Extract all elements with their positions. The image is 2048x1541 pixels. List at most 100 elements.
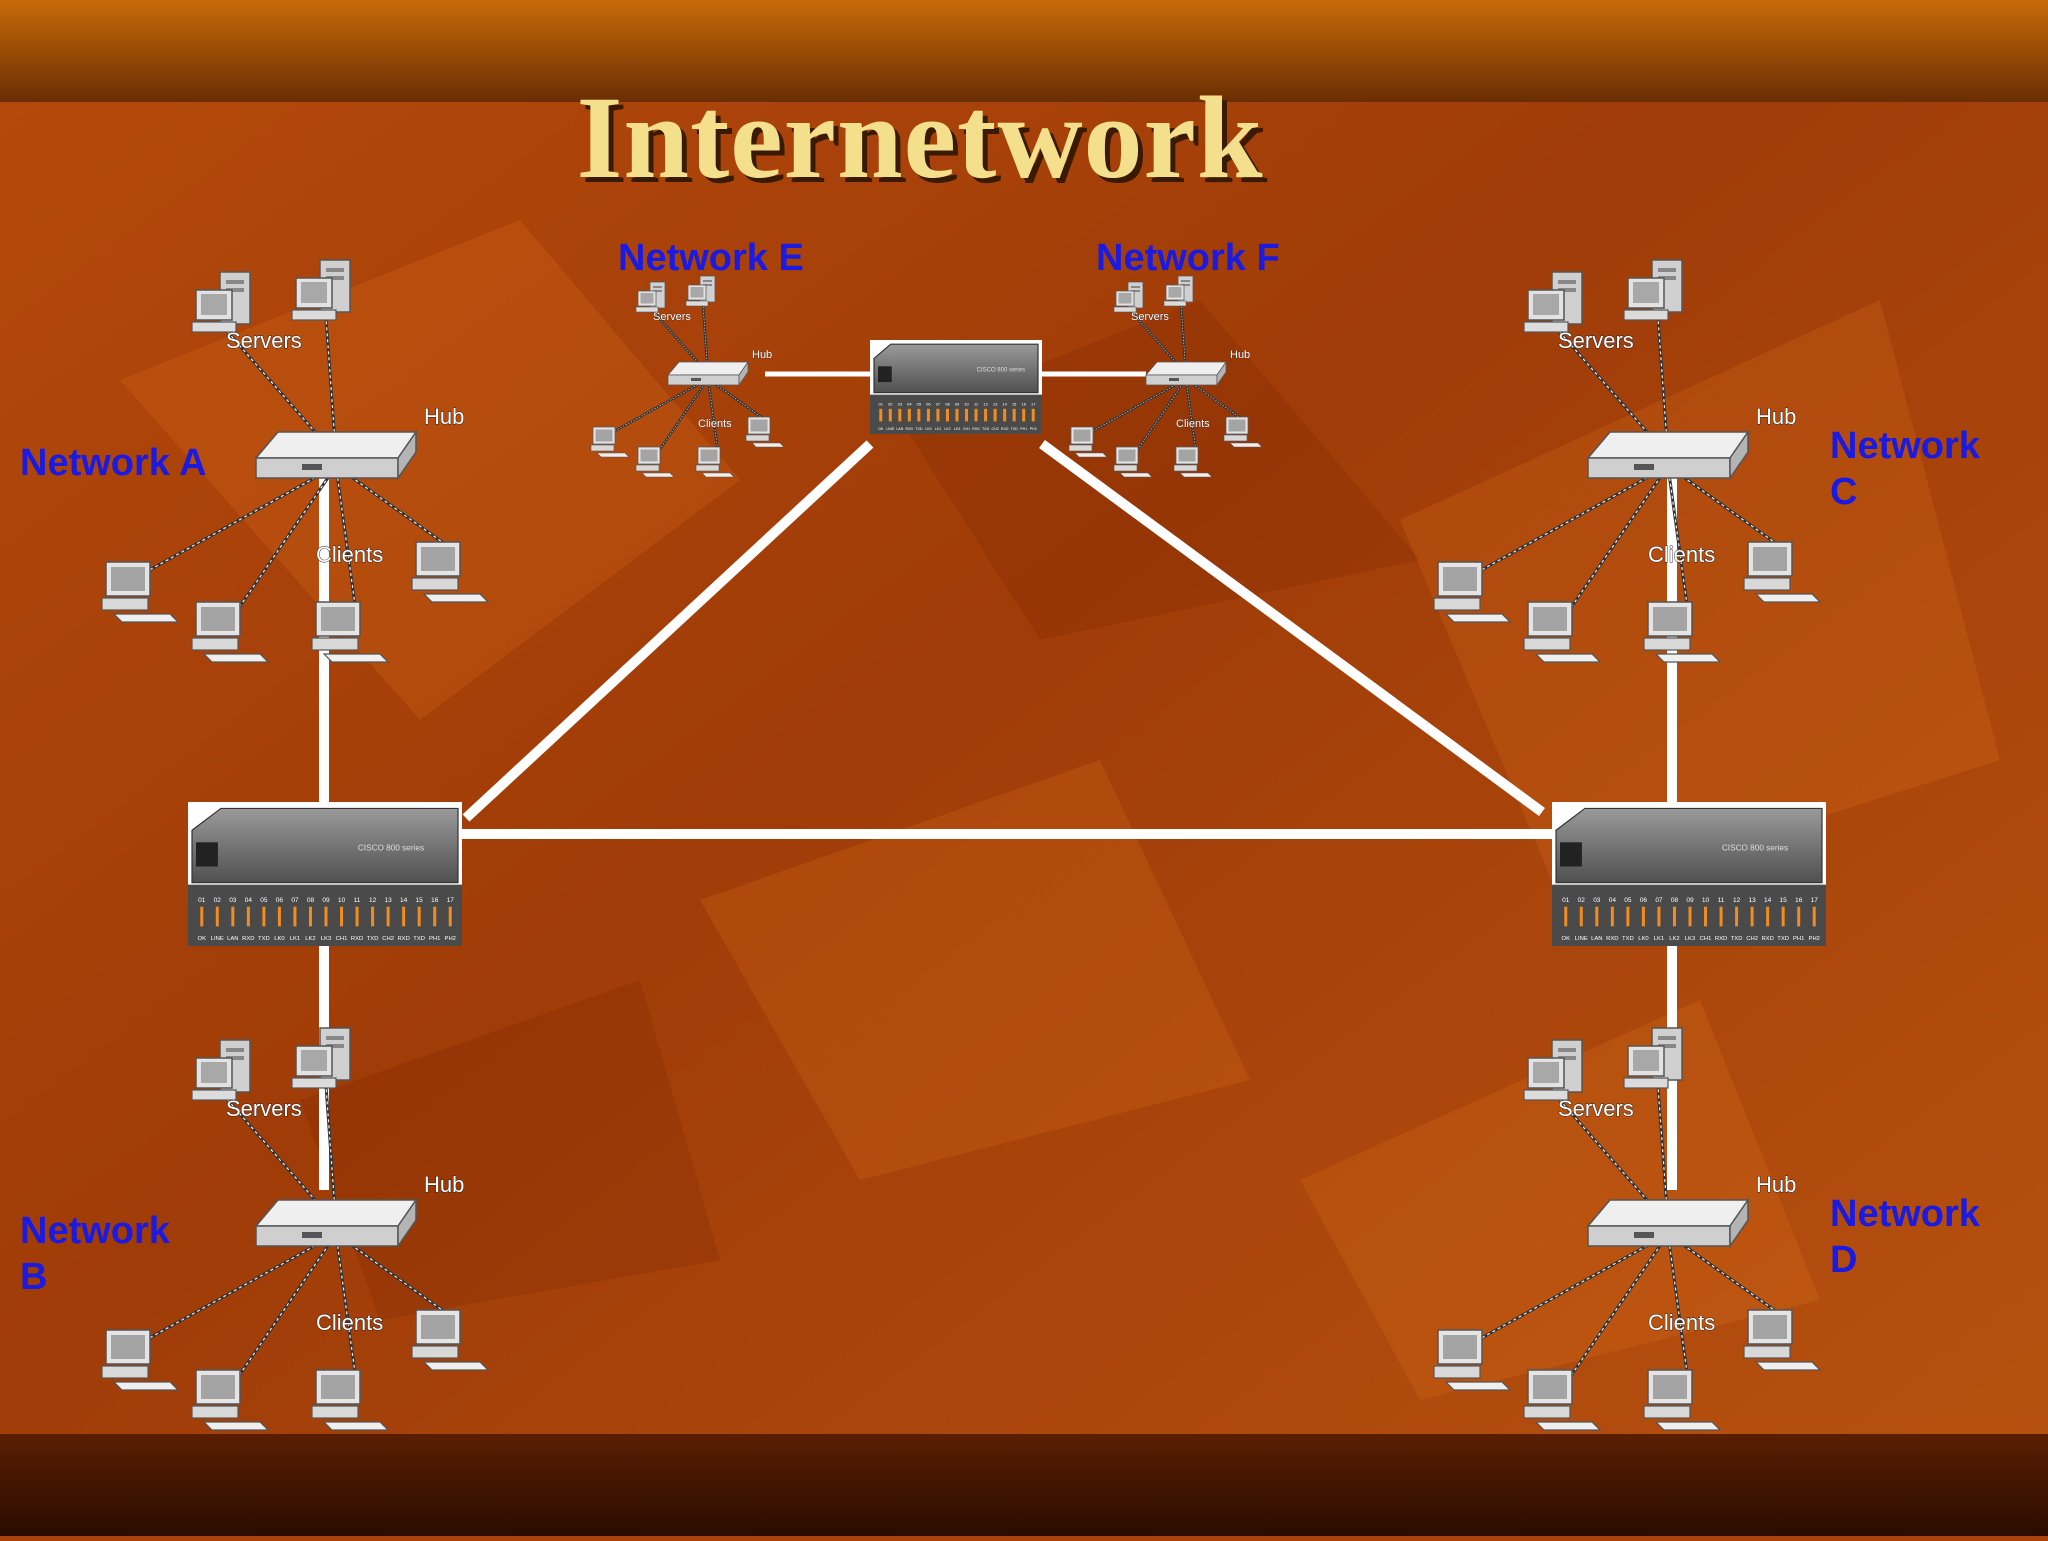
router-led bbox=[936, 408, 940, 422]
router-led bbox=[1672, 906, 1676, 927]
router-port-number: 03 bbox=[229, 897, 237, 904]
router-port-number: 10 bbox=[338, 897, 346, 904]
router-led bbox=[1766, 906, 1770, 927]
router-port-label: LK0 bbox=[274, 936, 285, 942]
router-port-label: LINE bbox=[1575, 936, 1588, 942]
router-led bbox=[417, 906, 421, 927]
router-port-label: OK bbox=[198, 936, 207, 942]
network-b-label: Network B bbox=[20, 1210, 170, 1298]
router-port bbox=[878, 366, 892, 383]
router-port-number: 14 bbox=[1764, 897, 1772, 904]
router-port-label: TXD bbox=[1622, 936, 1634, 942]
router-left: CISCO 800 series01OK02LINE03LAN04RXD05TX… bbox=[188, 802, 462, 946]
router-led bbox=[945, 408, 949, 422]
network-f-clients-label: Clients bbox=[1176, 418, 1210, 430]
router-port-number: 17 bbox=[1031, 402, 1036, 407]
router-port-label: LK3 bbox=[1685, 936, 1695, 942]
router-port-label: RXD bbox=[1606, 936, 1618, 942]
router-led bbox=[1750, 906, 1754, 927]
router-port-number: 09 bbox=[1686, 897, 1694, 904]
router-port-number: 03 bbox=[898, 402, 903, 407]
network-e-label: Network E bbox=[618, 237, 804, 279]
router-led bbox=[246, 906, 250, 927]
router-port-label: OK bbox=[1562, 936, 1571, 942]
network-b-clients-label: Clients bbox=[316, 1310, 383, 1335]
router-port-number: 11 bbox=[354, 897, 361, 904]
router-port-label: LINE bbox=[886, 427, 895, 431]
router-port-number: 15 bbox=[1012, 402, 1017, 407]
router-port bbox=[1560, 842, 1582, 867]
router-port-label: LK3 bbox=[954, 427, 960, 431]
router-led bbox=[898, 408, 902, 422]
router-port-label: RXD bbox=[1001, 427, 1009, 431]
router-led bbox=[1688, 906, 1692, 927]
router-port-number: 17 bbox=[447, 897, 455, 904]
router-port-number: 15 bbox=[1780, 897, 1788, 904]
router-port-label: PH2 bbox=[445, 936, 456, 942]
router-port bbox=[196, 842, 218, 867]
router-port-number: 10 bbox=[1702, 897, 1710, 904]
router-port-label: RXD bbox=[906, 427, 914, 431]
router-led bbox=[277, 906, 281, 927]
network-a-label: Network A bbox=[20, 442, 207, 484]
router-led bbox=[1012, 408, 1016, 422]
router-led bbox=[1641, 906, 1645, 927]
router-port-number: 06 bbox=[1640, 897, 1648, 904]
router-port-label: TXD bbox=[915, 427, 923, 431]
router-led bbox=[215, 906, 219, 927]
router-port-number: 08 bbox=[1671, 897, 1679, 904]
router-port-label: LK0 bbox=[925, 427, 931, 431]
link-right-to-top-router bbox=[1039, 439, 1545, 817]
router-port-number: 16 bbox=[1795, 897, 1803, 904]
router-led bbox=[371, 906, 375, 927]
router-port-number: 05 bbox=[260, 897, 268, 904]
network-a-hub-label: Hub bbox=[424, 404, 464, 429]
cable-highlights bbox=[1477, 1085, 1789, 1381]
router-port-number: 13 bbox=[993, 402, 998, 407]
cable-highlights bbox=[1477, 317, 1789, 613]
link-left-to-top-router bbox=[462, 440, 874, 822]
router-port-number: 05 bbox=[1624, 897, 1632, 904]
router-port-label: RXD bbox=[351, 936, 363, 942]
router-brand: CISCO 800 series bbox=[977, 368, 1025, 374]
router-port-number: 07 bbox=[291, 897, 299, 904]
router-port-label: LK2 bbox=[944, 427, 950, 431]
router-led bbox=[993, 408, 997, 422]
router-icon bbox=[873, 343, 1039, 394]
router-port-label: RXD bbox=[397, 936, 409, 942]
router-port-label: LAN bbox=[1591, 936, 1602, 942]
network-d-hub-label: Hub bbox=[1756, 1172, 1796, 1197]
router-led bbox=[324, 906, 328, 927]
router-led bbox=[340, 906, 344, 927]
cable-highlights bbox=[145, 317, 457, 613]
router-led bbox=[1719, 906, 1723, 927]
router-port-label: LK1 bbox=[290, 936, 300, 942]
network-f-servers-label: Servers bbox=[1131, 311, 1169, 323]
router-port-label: LINE bbox=[211, 936, 224, 942]
router-port-label: RXD bbox=[1715, 936, 1727, 942]
router-led bbox=[1031, 408, 1035, 422]
router-right: CISCO 800 series01OK02LINE03LAN04RXD05TX… bbox=[1552, 802, 1826, 946]
router-port-label: TXD bbox=[1777, 936, 1789, 942]
hub-icon bbox=[255, 431, 417, 479]
router-port-number: 12 bbox=[1733, 897, 1741, 904]
router-port-label: CH2 bbox=[992, 427, 999, 431]
router-port-number: 12 bbox=[369, 897, 377, 904]
network-c-clients-label: Clients bbox=[1648, 542, 1715, 567]
router-port-label: TXD bbox=[413, 936, 425, 942]
router-port-number: 01 bbox=[879, 402, 884, 407]
router-led bbox=[907, 408, 911, 422]
router-port-label: PH1 bbox=[1020, 427, 1027, 431]
router-icon bbox=[191, 807, 459, 884]
router-led bbox=[1781, 906, 1785, 927]
router-port-label: TXD bbox=[1731, 936, 1743, 942]
router-port-label: LAN bbox=[227, 936, 238, 942]
network-b-servers-label: Servers bbox=[226, 1096, 302, 1121]
router-port-number: 01 bbox=[1562, 897, 1570, 904]
router-led bbox=[917, 408, 921, 422]
router-port-number: 08 bbox=[307, 897, 315, 904]
